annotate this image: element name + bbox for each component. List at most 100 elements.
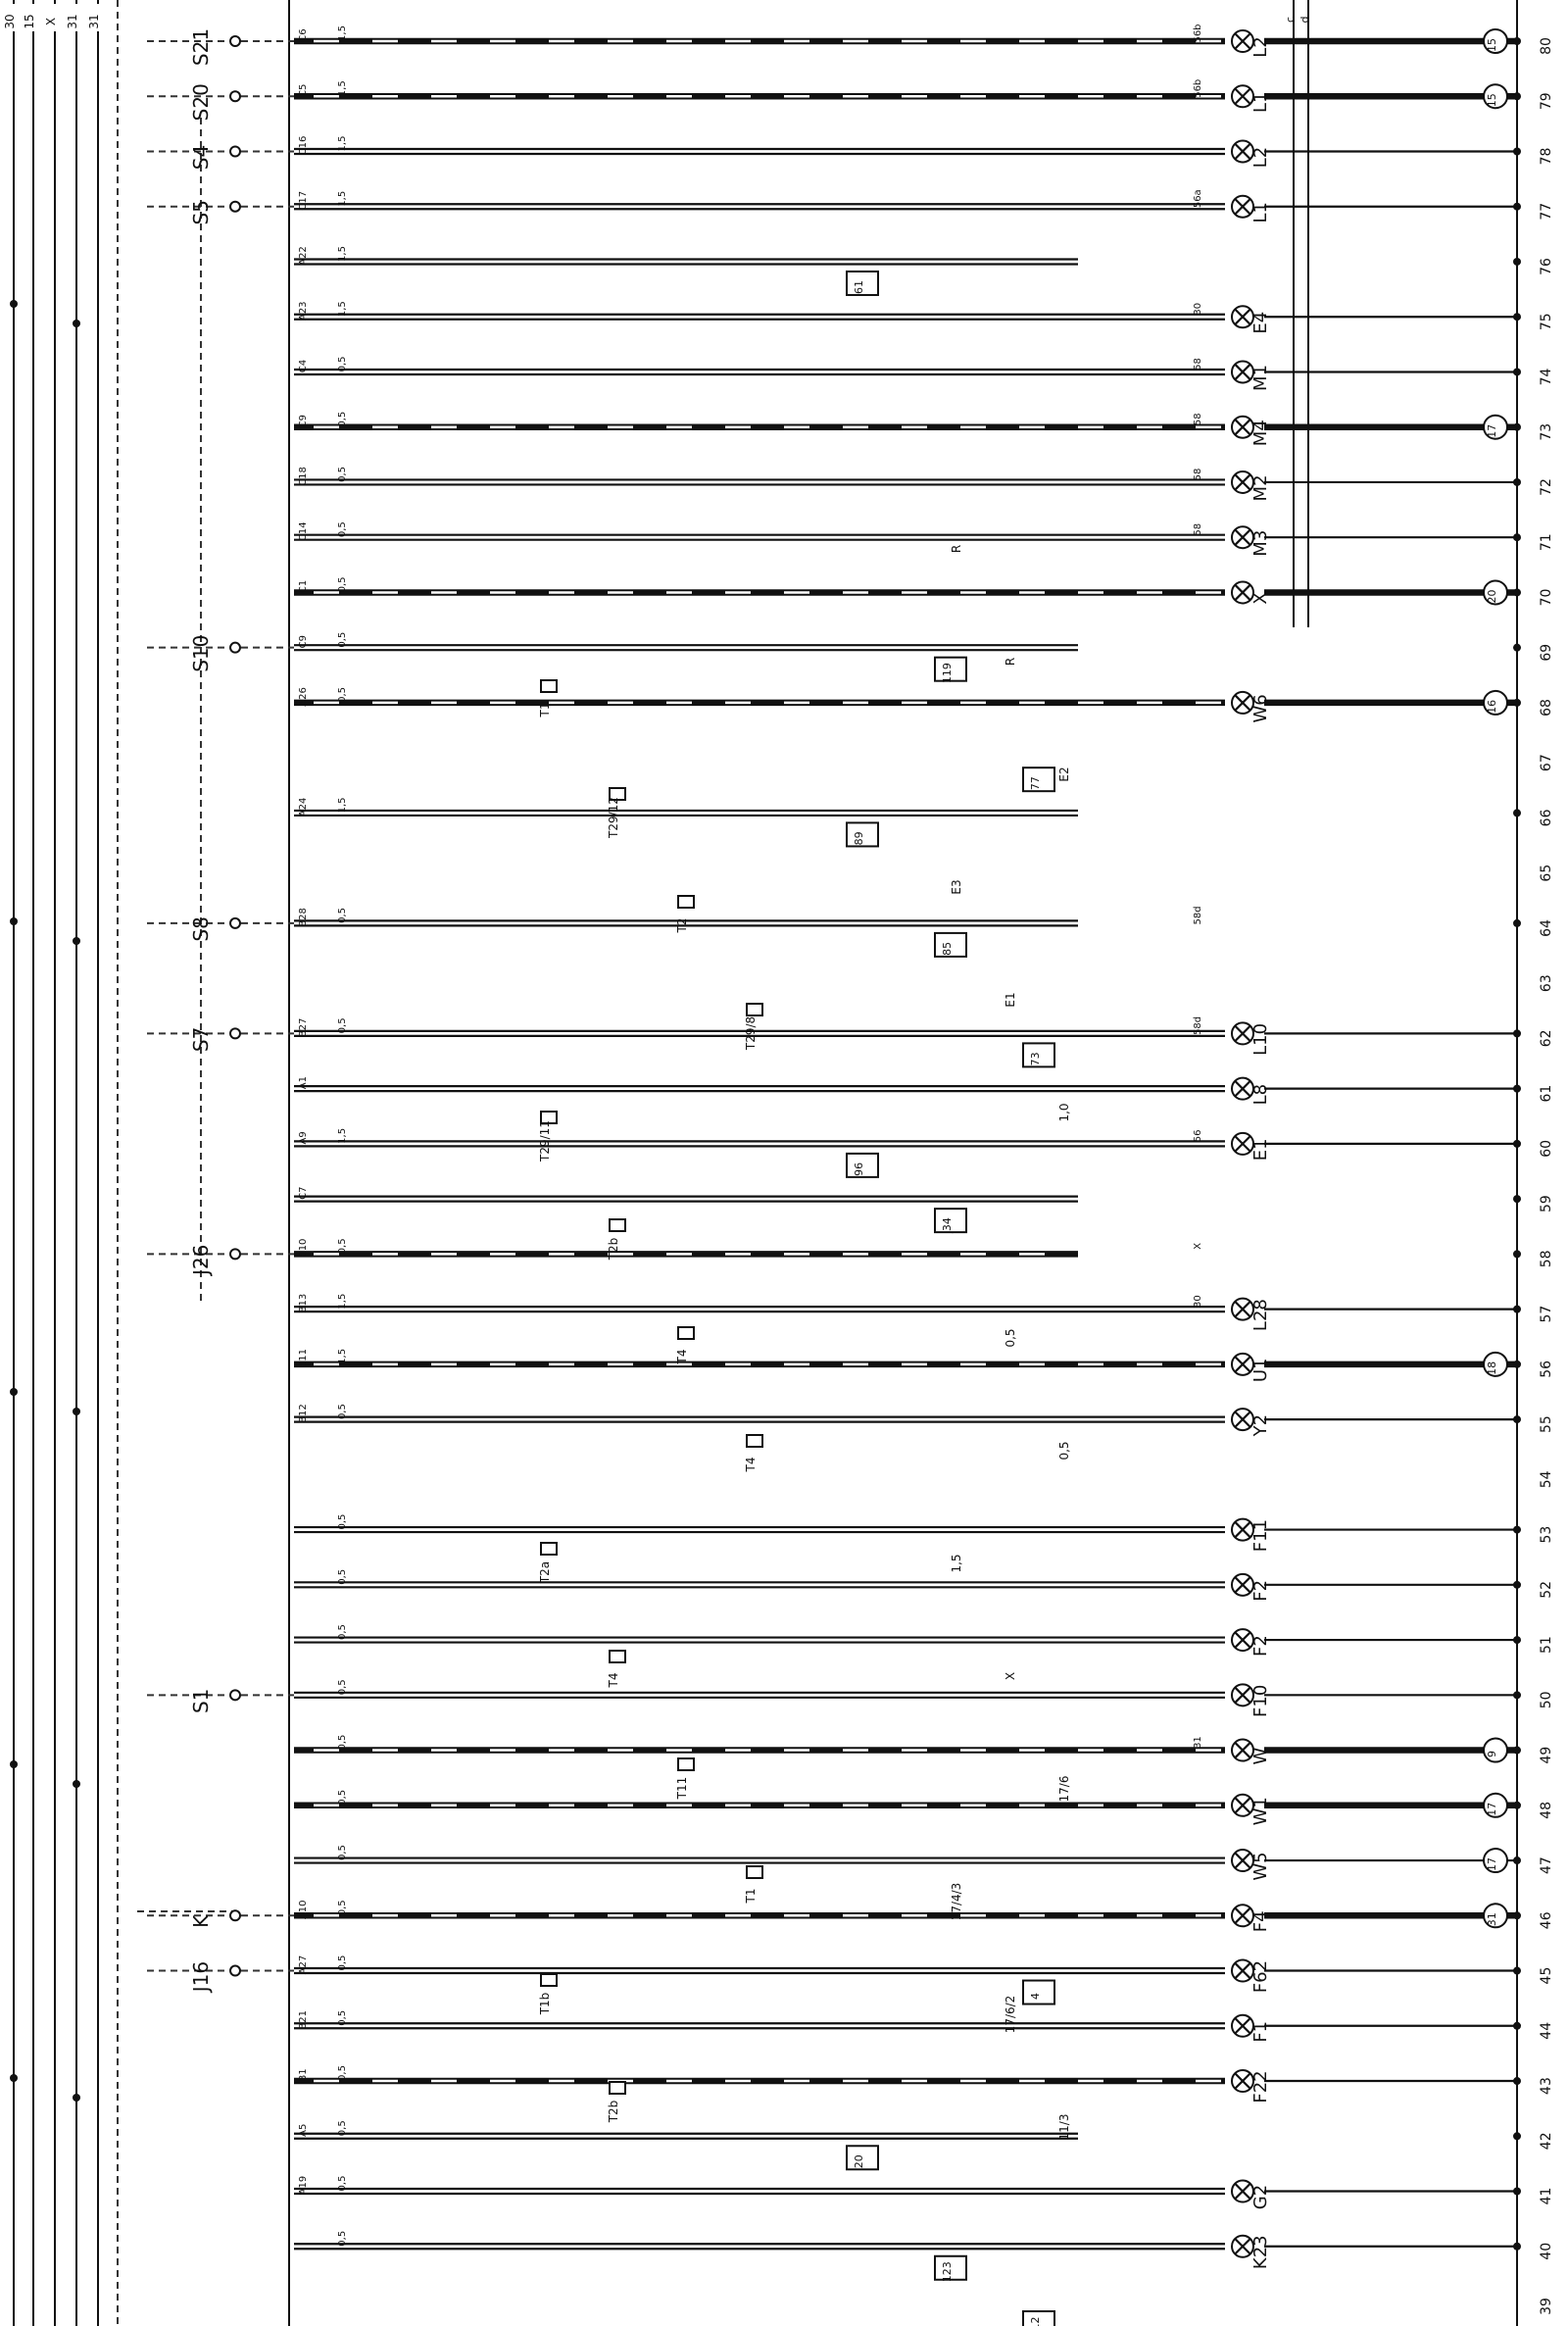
- terminal-label: 58: [1193, 413, 1203, 425]
- load-label: L1: [1250, 202, 1271, 223]
- inline-connector: [677, 1326, 695, 1340]
- lamp-cross: [1234, 2017, 1251, 2035]
- rail-label-bg: [24, 4, 42, 31]
- lamp-cross: [1234, 1631, 1251, 1649]
- terminal-badge-label: 16: [1486, 700, 1498, 714]
- junction-dot: [10, 917, 18, 925]
- wire-gauge-label: 1,5: [337, 246, 348, 262]
- circuit-wires: [294, 37, 1521, 2251]
- wire-gauge-label: 1,5: [337, 80, 348, 96]
- connector-label: C14: [298, 521, 309, 541]
- column-number: 61: [1539, 1085, 1554, 1103]
- rail-label-bg: [46, 4, 64, 31]
- lamp-cross: [1234, 1741, 1251, 1759]
- ground-dot: [1513, 37, 1521, 45]
- reference-box-label: 61: [853, 280, 865, 294]
- rail-label-bg: [68, 4, 85, 31]
- ground-dot: [1513, 2132, 1521, 2141]
- junction-dot: [10, 300, 18, 308]
- switch-contact: [229, 35, 241, 47]
- junction-dot: [10, 1760, 18, 1768]
- inline-connector-label: T1: [538, 703, 552, 718]
- column-number: 54: [1539, 1470, 1554, 1488]
- column-number: 79: [1539, 92, 1554, 110]
- switch-contact: [229, 1027, 241, 1040]
- column-number: 70: [1539, 589, 1554, 607]
- terminal-label: X: [1193, 1243, 1203, 1250]
- load-label: U1: [1250, 1359, 1271, 1383]
- lamp-cross: [1234, 1520, 1251, 1539]
- misc-label: R: [950, 545, 963, 553]
- wire-gauge-label: 0,5: [337, 1955, 348, 1971]
- ground-dot: [1513, 1195, 1521, 1204]
- column-number: 49: [1539, 1747, 1554, 1764]
- terminal-badge: [1483, 1903, 1508, 1929]
- ground-dot: [1513, 698, 1521, 707]
- column-number: 75: [1539, 313, 1554, 330]
- junction-dot: [73, 2094, 80, 2102]
- rail-label-bg: [5, 4, 23, 31]
- wire-gauge-label: 0,5: [337, 1569, 348, 1585]
- inline-connector-label: T2b: [607, 1238, 620, 1262]
- load-label: Y2: [1250, 1414, 1271, 1437]
- wire-gauge-label: 0,5: [337, 1017, 348, 1033]
- column-number: 41: [1539, 2188, 1554, 2205]
- column-number: 66: [1539, 809, 1554, 826]
- load-label: W1: [1250, 1797, 1271, 1825]
- lamp-cross: [1234, 583, 1251, 602]
- reference-box: [846, 821, 879, 848]
- wire-gauge-label: 0,5: [337, 357, 348, 372]
- wire-gauge-label: 0,5: [337, 2176, 348, 2192]
- load-label: W5: [1250, 1852, 1271, 1880]
- ground-dot: [1513, 2187, 1521, 2196]
- lamp-cross: [1234, 197, 1251, 216]
- terminal-label: 56b: [1193, 79, 1203, 98]
- reference-box-label: 73: [1029, 1052, 1042, 1065]
- wire-gauge-label: 0,5: [337, 2120, 348, 2136]
- terminal-label: 30: [1193, 1295, 1203, 1308]
- column-number: 58: [1539, 1250, 1554, 1267]
- reference-box-label: 96: [853, 1163, 865, 1176]
- wire-gauge-label: 0,5: [337, 521, 348, 537]
- inline-connector: [540, 1111, 558, 1124]
- column-number: 73: [1539, 423, 1554, 441]
- ground-dot: [1513, 257, 1521, 266]
- lamp-cross: [1234, 1576, 1251, 1594]
- lamp-cross: [1234, 1852, 1251, 1869]
- misc-label: 0,5: [1004, 1328, 1017, 1347]
- reference-box-label: 89: [853, 831, 865, 845]
- terminal-label: 58: [1193, 358, 1203, 371]
- ground-dot: [1513, 1525, 1521, 1534]
- connector-label: C9: [298, 635, 309, 648]
- column-number: 48: [1539, 1802, 1554, 1819]
- lamp-cross: [1234, 473, 1251, 491]
- terminal-label: 58: [1193, 523, 1203, 536]
- column-number: 64: [1539, 919, 1554, 937]
- load-label: F2: [1250, 1635, 1271, 1657]
- terminal-badge-label: 15: [1486, 93, 1498, 107]
- inline-connector: [540, 679, 558, 693]
- column-number: 77: [1539, 203, 1554, 221]
- column-number: 45: [1539, 1967, 1554, 1985]
- connector-label: C17: [298, 191, 309, 211]
- connector-label: A19: [298, 2176, 309, 2196]
- ground-dot: [1513, 588, 1521, 597]
- reference-box: [934, 656, 967, 682]
- lamp-cross: [1234, 1906, 1251, 1925]
- wire-gauge-label: 0,5: [337, 1404, 348, 1419]
- lamp-cross: [1234, 1797, 1251, 1814]
- ground-dot: [1513, 809, 1521, 817]
- terminal-label: 56: [1193, 1130, 1203, 1143]
- rail-label: 15: [23, 14, 36, 28]
- junction-dot: [10, 1388, 18, 1396]
- column-number: 57: [1539, 1306, 1554, 1323]
- column-number: 67: [1539, 754, 1554, 771]
- misc-label: 1,5: [950, 1554, 963, 1572]
- wire-gauge-label: 1,5: [337, 191, 348, 207]
- inline-connector-label: T2a: [538, 1561, 552, 1584]
- column-number: 39: [1539, 2298, 1554, 2315]
- terminal-badge-label: 15: [1486, 38, 1498, 52]
- lamp-cross: [1234, 1356, 1251, 1373]
- ground-dot: [1513, 1911, 1521, 1920]
- junction-dot: [73, 1408, 80, 1415]
